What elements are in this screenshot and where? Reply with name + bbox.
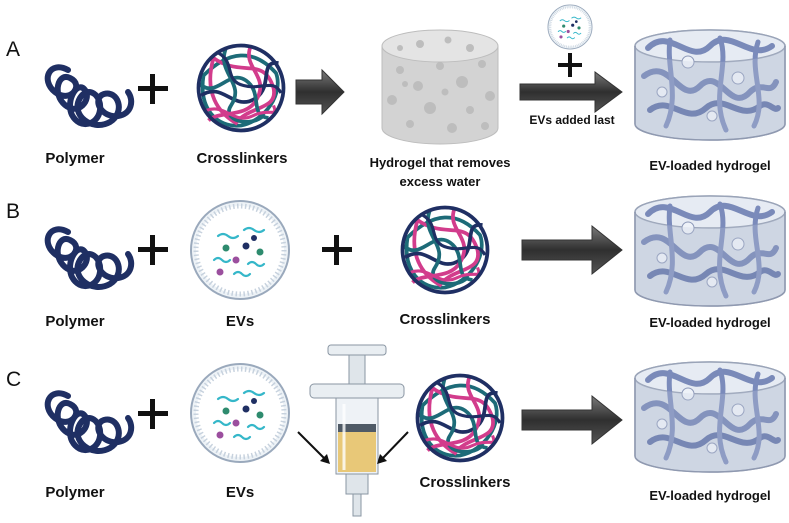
crosslinker-network-icon	[196, 43, 286, 133]
label-ev-loaded-hydrogel: EV-loaded hydrogel	[649, 488, 771, 503]
row-a	[48, 3, 785, 145]
plus-icon	[138, 399, 168, 429]
label-ev-loaded-hydrogel: EV-loaded hydrogel	[649, 315, 771, 330]
crosslinker-network-icon	[400, 205, 490, 295]
label-crosslinkers: Crosslinkers	[196, 150, 288, 167]
plus-icon	[138, 235, 168, 265]
right-arrow-icon	[521, 224, 623, 276]
label-ev-loaded-hydrogel: EV-loaded hydrogel	[649, 158, 771, 173]
ev-loaded-hydrogel-icon	[635, 362, 785, 472]
polymer-strand-icon	[48, 67, 131, 125]
plus-icon	[138, 74, 168, 104]
label-evs-added-last: EVs added last	[529, 113, 615, 127]
ev-loaded-hydrogel-icon	[635, 196, 785, 306]
row-c	[48, 344, 785, 517]
right-arrow-icon	[295, 68, 345, 116]
row-letter-a: A	[6, 38, 21, 61]
label-evs: EVs	[225, 313, 255, 330]
label-hydrogel-line2: excess water	[399, 174, 481, 189]
polymer-strand-icon	[48, 393, 131, 451]
arrow-into-syringe-left	[297, 431, 330, 464]
label-evs: EVs	[225, 484, 255, 501]
crosslinker-network-icon	[415, 373, 505, 463]
plus-icon	[322, 235, 352, 265]
label-polymer: Polymer	[45, 150, 105, 167]
row-b	[48, 196, 785, 306]
plus-icon	[558, 53, 582, 77]
arrow-into-syringe-right	[377, 431, 409, 464]
row-letter-c: C	[6, 368, 22, 391]
right-arrow-icon	[521, 394, 623, 446]
label-crosslinkers: Crosslinkers	[399, 311, 491, 328]
ev-loaded-hydrogel-icon	[635, 30, 785, 140]
porous-hydrogel-icon	[381, 29, 499, 145]
label-polymer: Polymer	[45, 484, 105, 501]
row-letter-b: B	[6, 200, 21, 223]
syringe-icon	[309, 344, 405, 517]
right-arrow-icon	[519, 71, 623, 113]
polymer-strand-icon	[48, 229, 131, 287]
label-polymer: Polymer	[45, 313, 105, 330]
label-hydrogel-line1: Hydrogel that removes	[369, 155, 511, 170]
ev-vesicle-icon	[546, 3, 594, 51]
ev-vesicle-icon	[191, 364, 289, 462]
ev-vesicle-icon	[191, 201, 289, 299]
label-crosslinkers: Crosslinkers	[419, 474, 511, 491]
